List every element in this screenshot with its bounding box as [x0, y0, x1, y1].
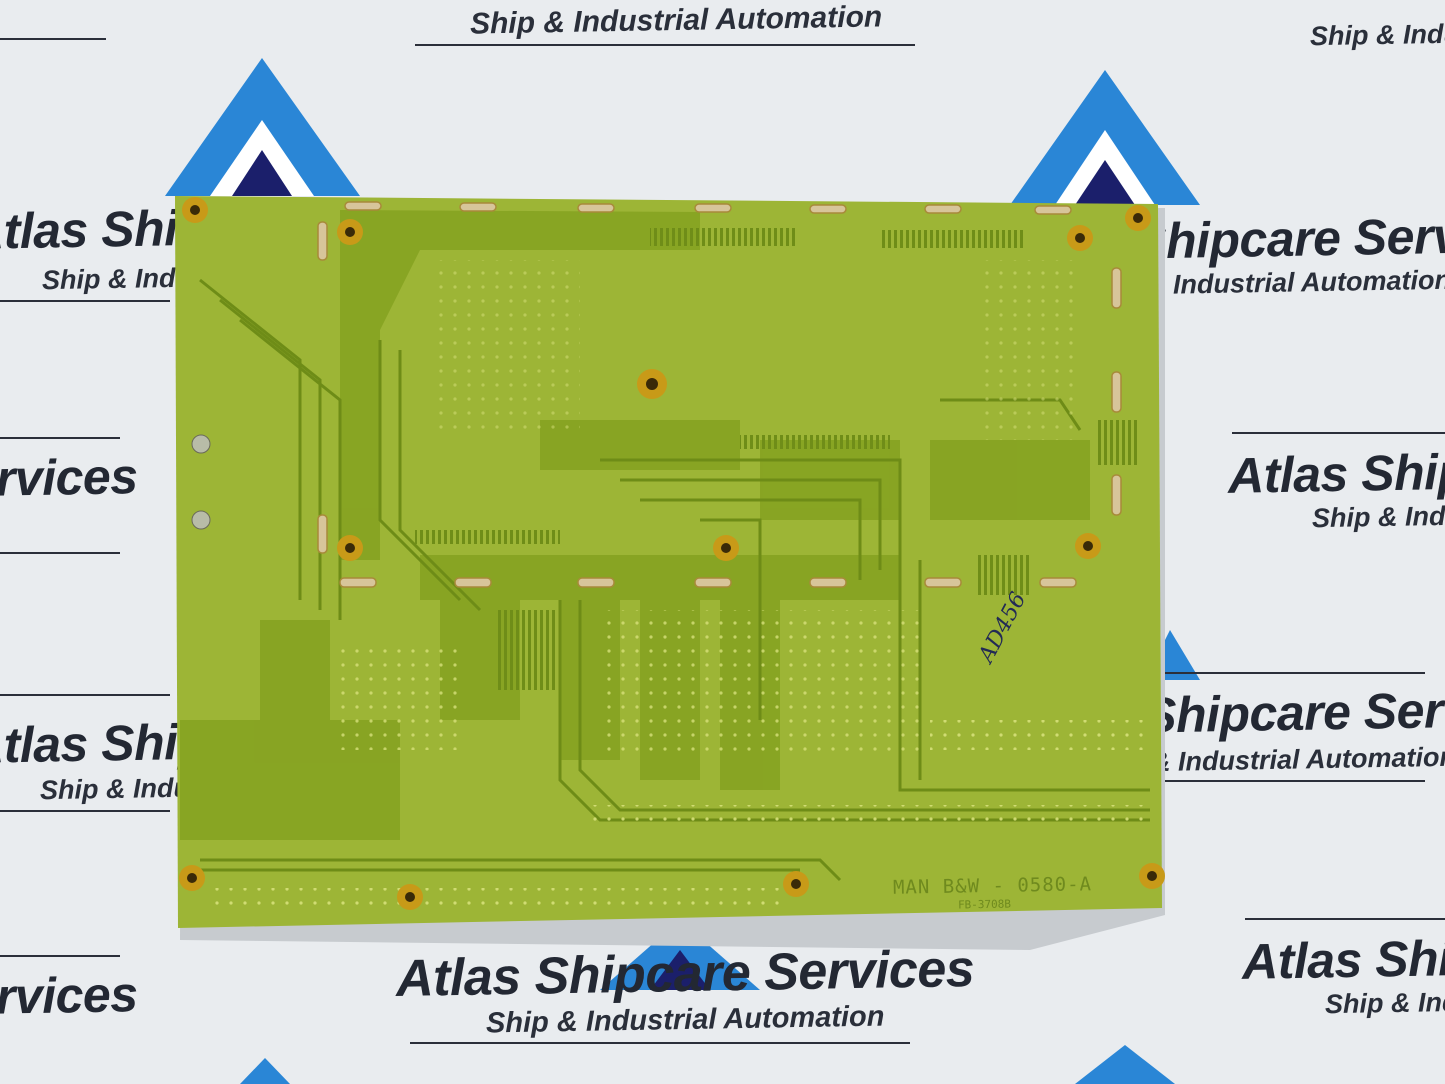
divider-line: [0, 552, 120, 554]
ic-footprint: [880, 230, 1025, 248]
divider-line: [1245, 918, 1445, 920]
divider-line: [410, 1042, 910, 1044]
divider-line: [0, 810, 170, 812]
ic-footprint: [975, 555, 1030, 595]
divider-line: [0, 955, 120, 957]
ic-footprint: [495, 610, 555, 690]
divider-line: [0, 38, 106, 40]
divider-line: [1232, 432, 1445, 434]
divider-line: [1140, 780, 1425, 782]
board-part-code: FB-3708B: [957, 897, 1012, 912]
triangle-logo-icon: [1010, 70, 1200, 205]
divider-line: [1150, 672, 1425, 674]
divider-line: [0, 694, 170, 696]
ic-footprint: [415, 530, 560, 544]
mounting-holes: [179, 197, 1165, 910]
triangle-logo-icon: [165, 58, 360, 196]
divider-line: [0, 300, 170, 302]
ic-footprint: [650, 228, 795, 246]
divider-line: [0, 437, 120, 439]
board-silkscreen-label: MAN B&W - 0580-A: [892, 873, 1093, 899]
ic-footprint: [740, 435, 890, 449]
divider-line: [415, 44, 915, 46]
ic-footprint: [1098, 420, 1138, 465]
triangle-logo-icon: [240, 920, 1175, 1084]
